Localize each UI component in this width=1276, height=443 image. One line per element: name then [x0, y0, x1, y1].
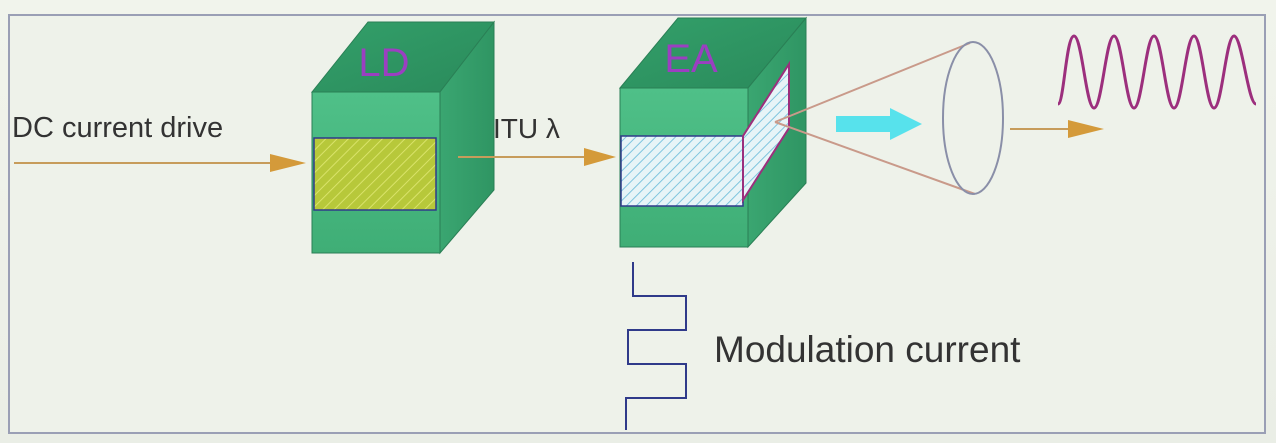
ea-block: EA: [618, 16, 808, 249]
dc-current-drive-label: DC current drive: [12, 112, 223, 144]
sine-wave-icon: [1056, 34, 1258, 110]
itu-arrow: ITU λ: [458, 113, 616, 166]
ld-label: LD: [358, 41, 409, 85]
dc-input-arrow: [14, 154, 306, 172]
ea-label: EA: [664, 37, 718, 81]
itu-lambda-label: ITU λ: [493, 113, 560, 144]
output-beam: [774, 41, 1004, 195]
cyan-arrow-icon: [836, 108, 922, 140]
output-arrow: [1010, 120, 1104, 138]
right-arrow-icon: [270, 154, 306, 172]
ld-block: LD: [310, 20, 496, 255]
right-arrow-icon: [584, 148, 616, 166]
modulation-current-label: Modulation current: [714, 329, 1021, 370]
right-arrow-icon: [1068, 120, 1104, 138]
ld-active-region: [313, 137, 437, 211]
lens-icon: [942, 41, 1004, 195]
ea-active-region: [620, 135, 744, 207]
square-wave-icon: [625, 262, 687, 430]
